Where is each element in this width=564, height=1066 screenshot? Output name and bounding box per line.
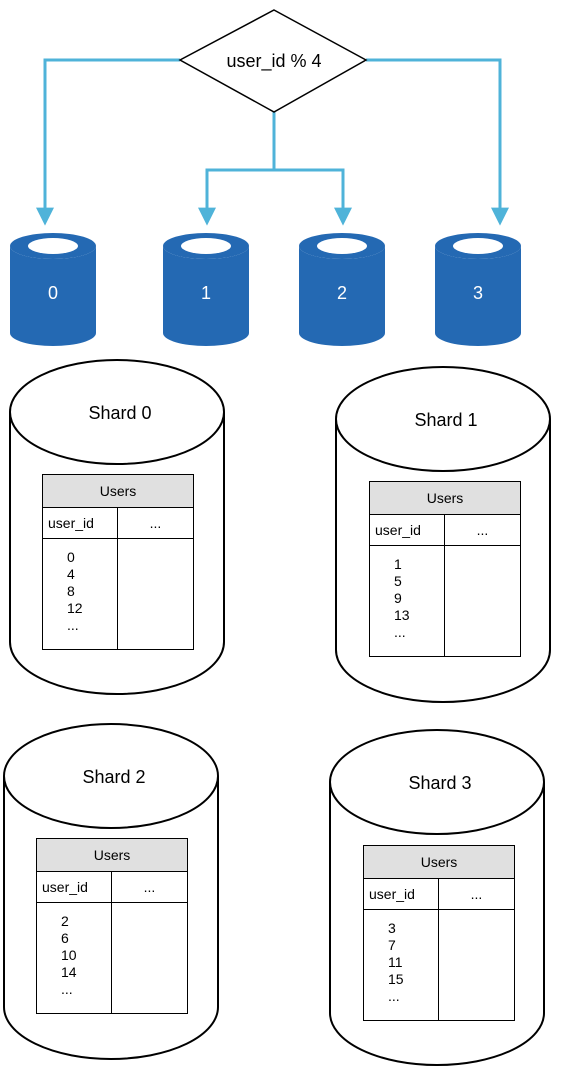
shard-3-value: 7	[388, 937, 396, 953]
connector-to-db-2	[274, 168, 352, 226]
database-2-body	[299, 246, 385, 346]
shard-2-value: 2	[61, 913, 69, 929]
shard-3-cylinder-top	[329, 729, 545, 835]
shard-2-value: 14	[61, 964, 77, 980]
shard-1-title: Shard 1	[414, 410, 477, 430]
shard-0-table-title: Users	[43, 475, 193, 508]
database-2-label: 2	[337, 283, 347, 303]
shard-3-table-title: Users	[364, 846, 514, 879]
shard-0-value: 4	[67, 566, 75, 582]
shard-1-cylinder-top	[335, 366, 551, 472]
shard-2-value: 10	[61, 947, 77, 963]
shard-2-cylinder-top	[3, 723, 219, 829]
shard-3-col-user-id: user_id	[364, 879, 439, 909]
shard-3-value: ...	[388, 988, 400, 1004]
database-2-top-hole	[317, 238, 367, 254]
database-3-top-hole	[453, 238, 503, 254]
database-0-body	[10, 246, 96, 346]
shard-2-col-user-id: user_id	[37, 872, 112, 902]
decision-diamond	[178, 9, 368, 113]
database-1-top-hole	[181, 238, 231, 254]
shard-3-value: 11	[388, 954, 403, 970]
database-2: 2	[299, 233, 385, 346]
shard-2-value: 6	[61, 930, 69, 946]
shard-1-col-more: ...	[476, 522, 489, 538]
shard-0-col-more: ...	[149, 515, 162, 531]
database-1-label: 1	[201, 283, 211, 303]
shard-0-values: 0 4 8 12 ...	[43, 539, 118, 650]
connector-to-db-0	[36, 58, 180, 226]
database-3-label: 3	[473, 283, 483, 303]
shard-1-value: 5	[394, 573, 402, 589]
shard-0-value: 0	[67, 549, 75, 565]
shard-3-value: 3	[388, 920, 396, 936]
shard-0-table: Users user_id ... 0 4 8 12 ...	[42, 474, 194, 650]
shard-1-value: 13	[394, 607, 410, 623]
shard-2-title: Shard 2	[82, 767, 145, 787]
shard-1-table: Users user_id ... 1 5 9 13 ...	[369, 481, 521, 657]
shard-0-value: ...	[67, 617, 79, 633]
shard-3-title: Shard 3	[408, 773, 471, 793]
database-0-top-hole	[28, 238, 78, 254]
shard-0-cylinder-top	[9, 359, 225, 465]
shard-0-value: 12	[67, 600, 83, 616]
shard-2-value: ...	[61, 981, 73, 997]
decision-label: user_id % 4	[226, 51, 321, 72]
shard-1-value: ...	[394, 624, 406, 640]
shard-0-col-user-id: user_id	[43, 508, 118, 538]
shard-1-values: 1 5 9 13 ...	[370, 546, 445, 657]
shard-3-table: Users user_id ... 3 7 11 15 ...	[363, 845, 515, 1021]
shard-3-value: 15	[388, 971, 404, 987]
shard-0-title: Shard 0	[88, 403, 151, 423]
shard-3-values: 3 7 11 15 ...	[364, 910, 439, 1021]
shard-2-table-title: Users	[37, 839, 187, 872]
connector-to-db-1	[198, 168, 274, 226]
shard-2-values: 2 6 10 14 ...	[37, 903, 112, 1014]
database-0: 0	[10, 233, 96, 346]
shard-1-table-title: Users	[370, 482, 520, 515]
database-1-body	[163, 246, 249, 346]
database-3: 3	[435, 233, 521, 346]
shard-1-col-user-id: user_id	[370, 515, 445, 545]
shard-0-value: 8	[67, 583, 75, 599]
shard-2-table: Users user_id ... 2 6 10 14 ...	[36, 838, 188, 1014]
database-0-label: 0	[48, 283, 58, 303]
shard-1-value: 1	[394, 556, 402, 572]
decision-node: user_id % 4	[178, 9, 368, 113]
database-1: 1	[163, 233, 249, 346]
shard-1-value: 9	[394, 590, 402, 606]
shard-3-col-more: ...	[470, 886, 483, 902]
connector-to-db-3	[366, 58, 509, 226]
database-3-body	[435, 246, 521, 346]
shard-2-col-more: ...	[143, 879, 156, 895]
